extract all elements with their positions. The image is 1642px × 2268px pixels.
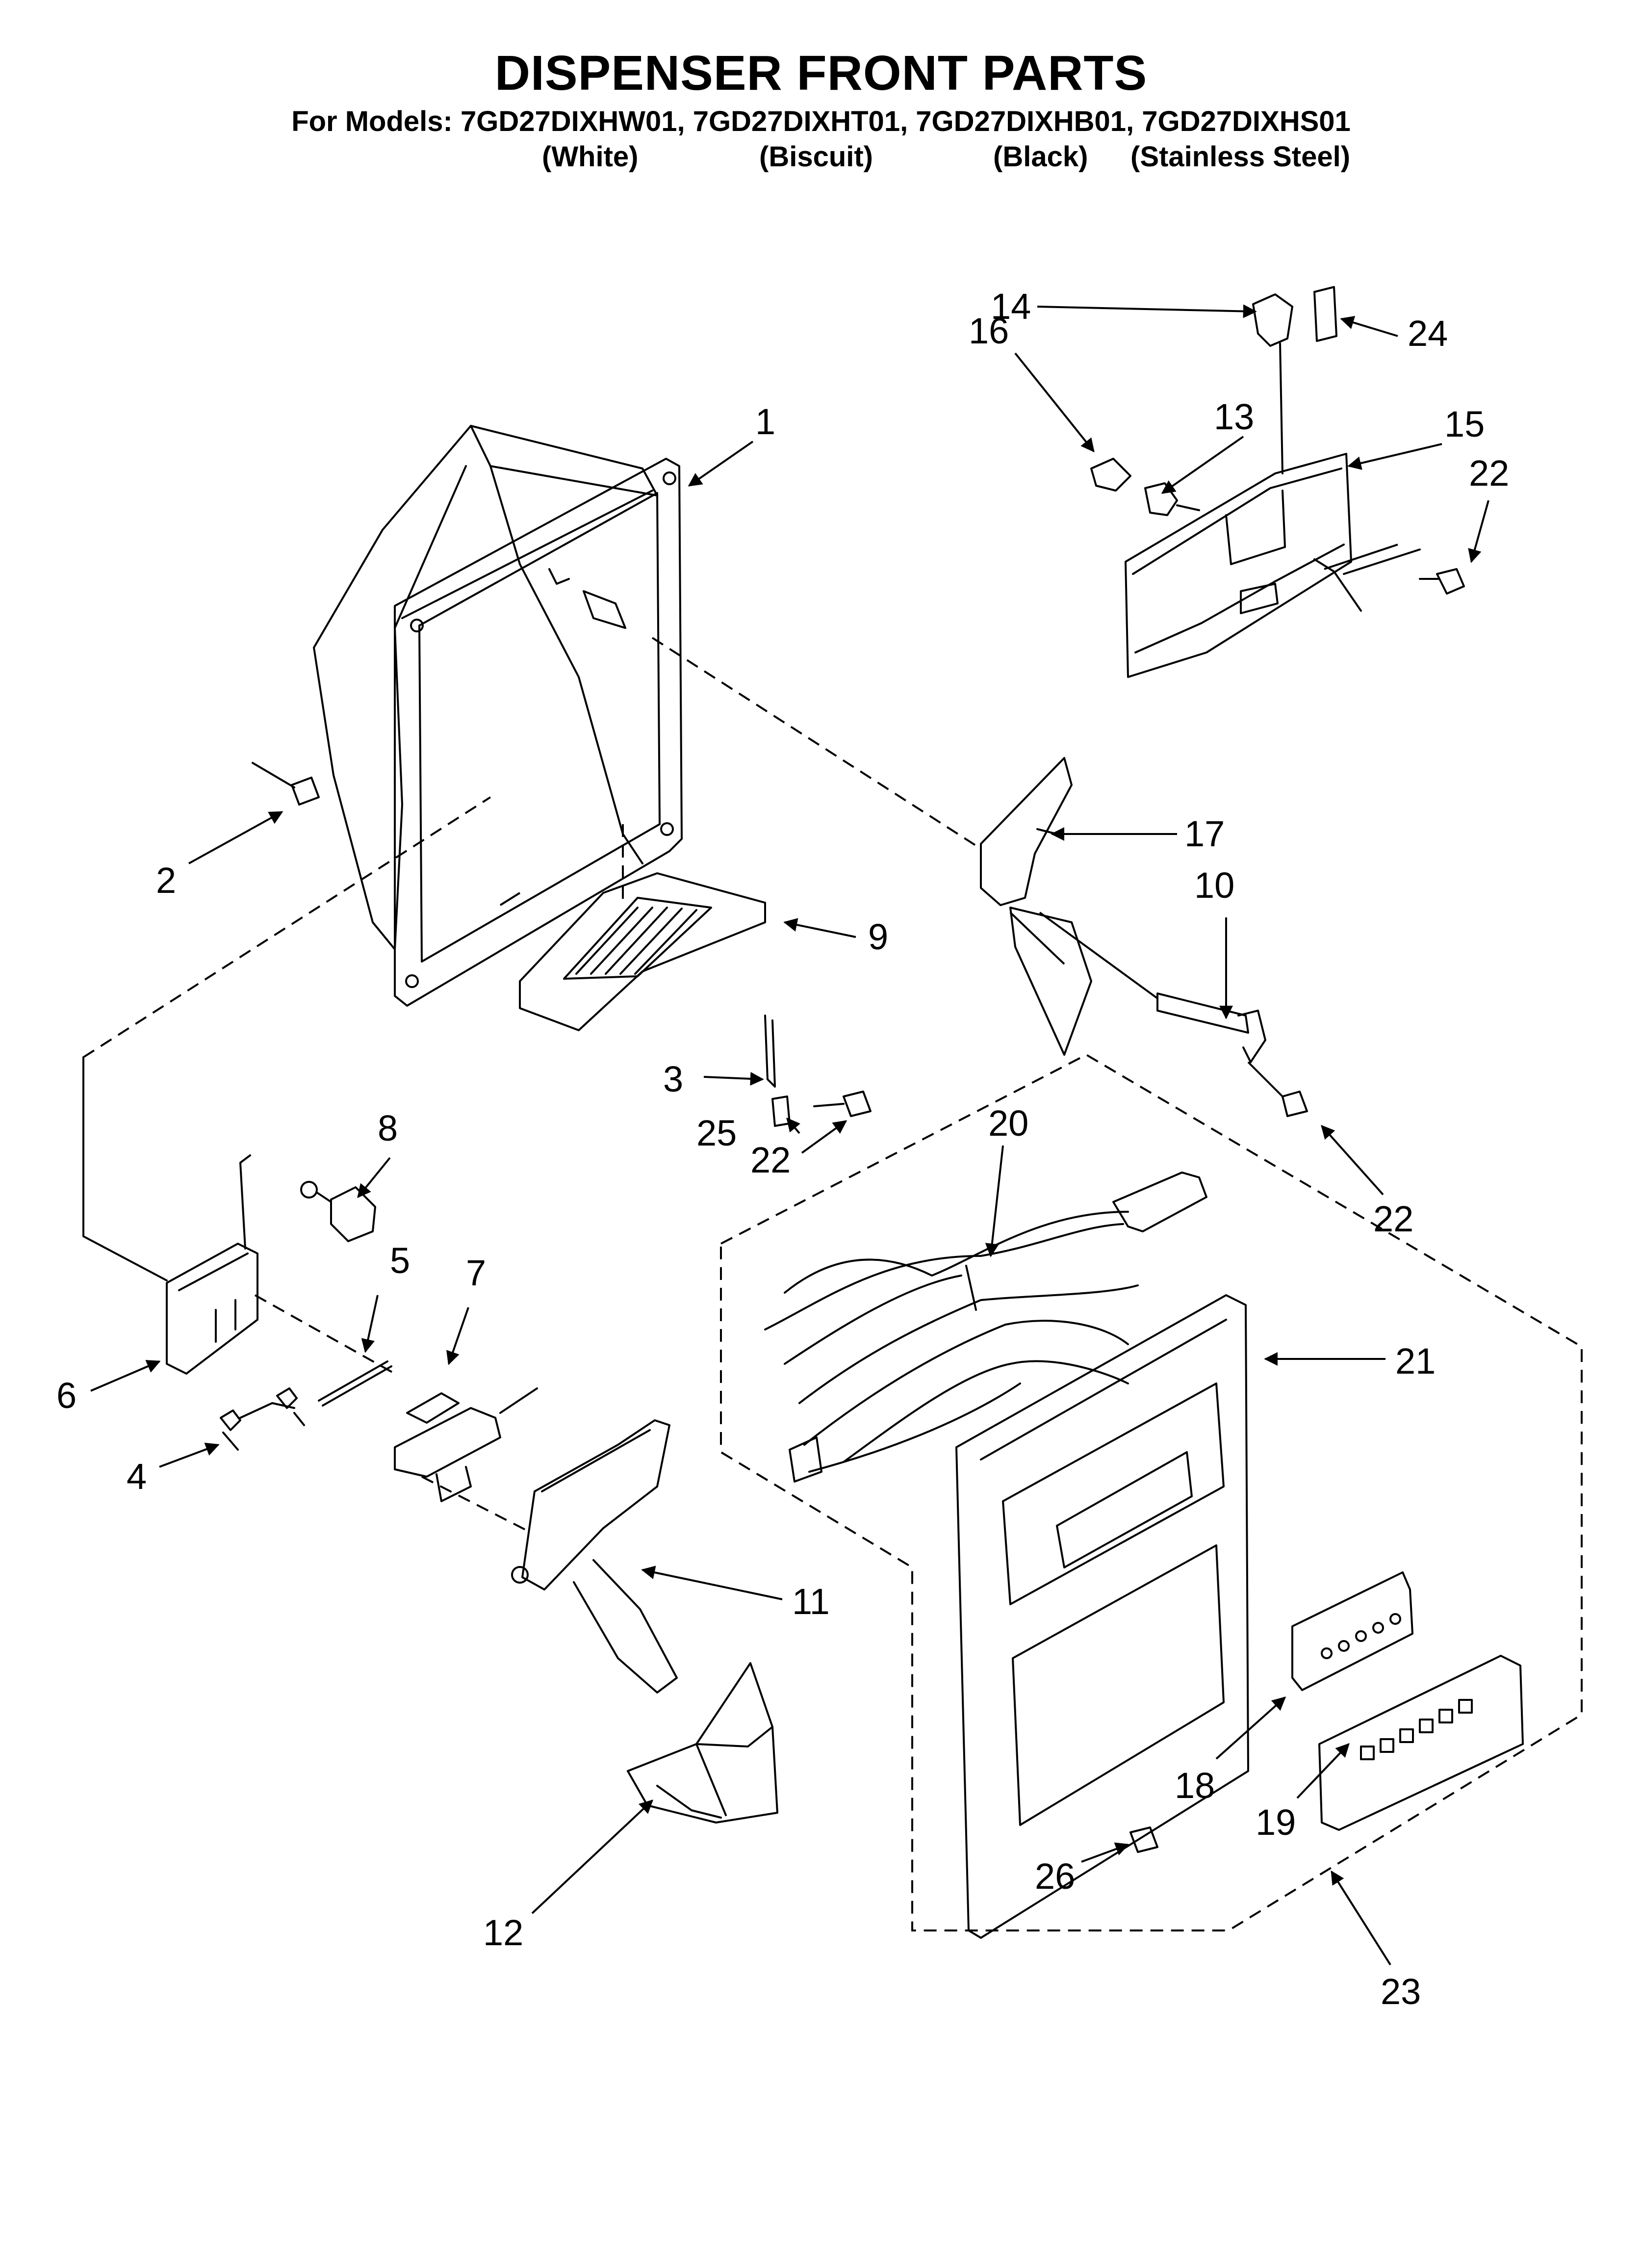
- part-10-rod: [1156, 992, 1266, 1063]
- callout-arrows: [90, 304, 1489, 1966]
- part-11-lever: [511, 1419, 678, 1694]
- callout-14: 14: [991, 286, 1031, 327]
- callout-13: 13: [1214, 396, 1254, 437]
- callout-26: 26: [1035, 1856, 1075, 1897]
- callout-17: 17: [1184, 813, 1225, 854]
- callout-20: 20: [988, 1103, 1028, 1144]
- page-title: DISPENSER FRONT PARTS: [494, 46, 1148, 101]
- part-14-switch: [1252, 293, 1293, 474]
- callout-22-middle: 22: [750, 1140, 791, 1180]
- part-25-clip: [771, 1095, 791, 1127]
- callout-1: 1: [755, 401, 775, 442]
- callout-labels: 1 2 3 4 5 6 7 8 9 10 11 12 13 14 15 16 1…: [56, 286, 1509, 2012]
- callout-7: 7: [466, 1252, 486, 1293]
- part-22-screw-upper: [1419, 568, 1465, 595]
- callout-16: 16: [969, 311, 1009, 351]
- part-26-screw: [1129, 1826, 1158, 1853]
- part-21-front-panel: [955, 1294, 1249, 1939]
- variant-biscuit: (Biscuit): [759, 141, 873, 173]
- callout-24: 24: [1408, 313, 1448, 354]
- callout-11: 11: [792, 1581, 830, 1622]
- callout-2: 2: [156, 860, 176, 901]
- callout-3: 3: [663, 1059, 683, 1099]
- callout-22-upper: 22: [1469, 453, 1509, 494]
- callout-18: 18: [1175, 1765, 1215, 1806]
- part-6-motor: [82, 1056, 258, 1375]
- callout-21: 21: [1395, 1341, 1436, 1382]
- callout-9: 9: [868, 916, 888, 957]
- part-22-screw-rod: [1282, 1091, 1308, 1117]
- callout-5: 5: [390, 1240, 410, 1281]
- part-9-grille: [519, 872, 766, 1031]
- part-1-housing: [313, 425, 683, 1007]
- part-18-control-board: [1291, 1571, 1413, 1691]
- variant-white: (White): [542, 141, 639, 173]
- callout-25: 25: [696, 1113, 737, 1153]
- part-5-pin: [318, 1360, 392, 1407]
- part-19-overlay: [1318, 1655, 1524, 1831]
- callout-10: 10: [1194, 865, 1234, 906]
- variant-stainless-steel: (Stainless Steel): [1130, 141, 1351, 173]
- callout-23: 23: [1381, 1971, 1421, 2012]
- part-3-spring: [764, 1015, 776, 1088]
- callout-15: 15: [1444, 404, 1485, 444]
- part-12-cup: [627, 1662, 778, 1824]
- variant-black: (Black): [993, 141, 1088, 173]
- callout-12: 12: [483, 1912, 523, 1953]
- part-4-springs: [220, 1387, 305, 1451]
- part-20-harness: [764, 1172, 1207, 1483]
- part-7-hinge: [394, 1387, 538, 1502]
- callout-8: 8: [378, 1108, 398, 1148]
- part-2-screw: [252, 762, 320, 806]
- dashed-leaders: [82, 637, 1583, 1931]
- models-line: For Models: 7GD27DIXHW01, 7GD27DIXHT01, …: [291, 105, 1351, 137]
- callout-6: 6: [56, 1375, 77, 1416]
- callout-22-right: 22: [1373, 1199, 1413, 1239]
- callout-4: 4: [127, 1456, 147, 1497]
- part-13-socket: [1144, 482, 1200, 516]
- solid-leaders: [499, 544, 1398, 1097]
- part-22-screw-mid: [813, 1091, 872, 1117]
- part-17-actuator: [980, 757, 1092, 1056]
- part-8-solenoid: [300, 1181, 376, 1242]
- part-16-bulb: [1090, 458, 1131, 492]
- part-15-bracket: [1125, 453, 1421, 678]
- part-24-plate: [1313, 286, 1337, 342]
- callout-19: 19: [1256, 1802, 1296, 1843]
